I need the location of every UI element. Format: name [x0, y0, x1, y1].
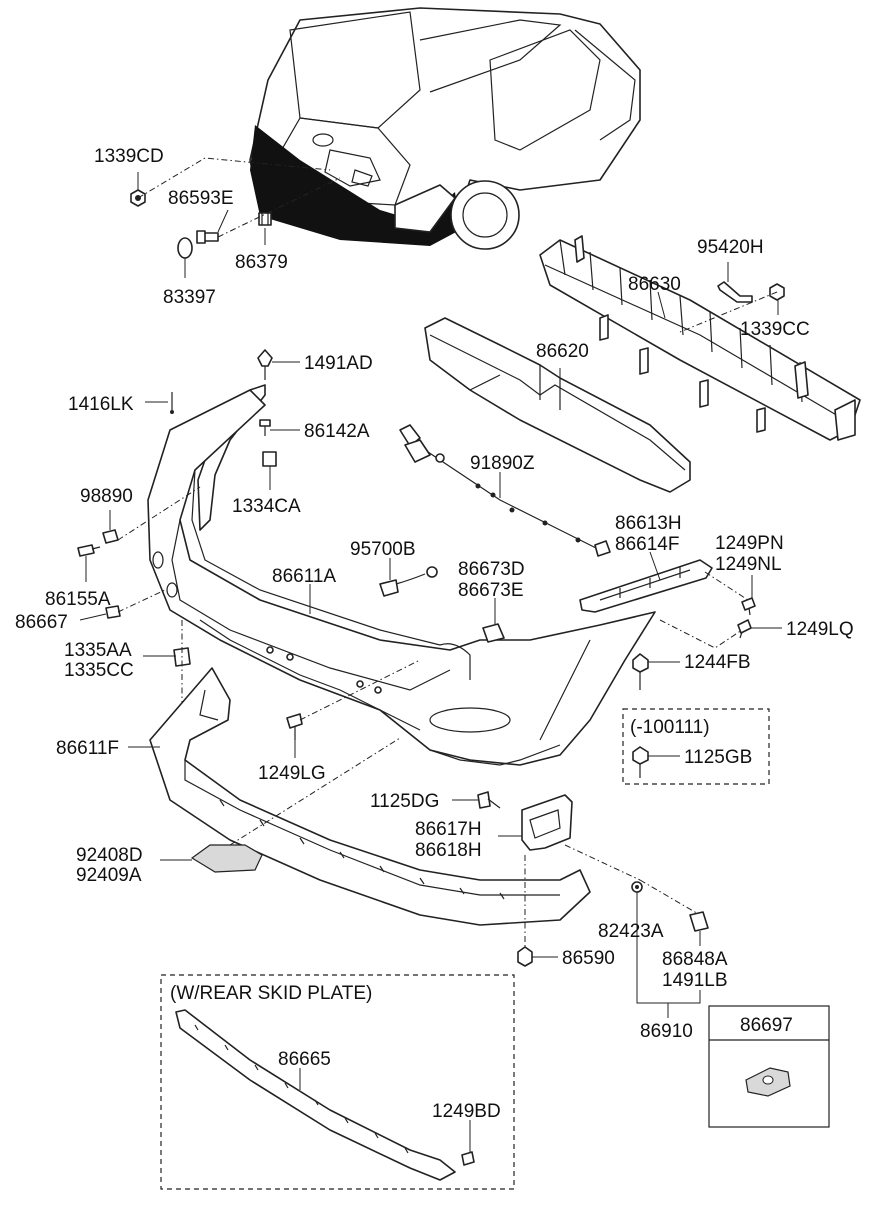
label-86673E: 86673E	[458, 580, 524, 601]
label-1335CC: 1335CC	[64, 660, 134, 681]
label-1125GB: 1125GB	[684, 747, 752, 768]
label-86910: 86910	[640, 1021, 693, 1042]
part-86697-cap[interactable]	[745, 1067, 791, 1097]
label-95700B: 95700B	[350, 539, 416, 560]
part-1249PN[interactable]	[741, 597, 756, 616]
label-86614F: 86614F	[615, 534, 679, 555]
part-82423A[interactable]	[631, 881, 643, 893]
part-86697-box	[708, 1005, 830, 1128]
part-86620-absorber[interactable]	[424, 317, 691, 493]
part-86848A[interactable]	[689, 911, 709, 932]
label-98890: 98890	[80, 486, 133, 507]
label-1334CA: 1334CA	[232, 496, 301, 517]
label-1491LB: 1491LB	[662, 970, 728, 991]
variant-box-100111	[622, 708, 770, 785]
part-1125GB[interactable]	[632, 746, 649, 778]
label-95420H: 95420H	[697, 237, 764, 258]
label-skid-plate-note: (W/REAR SKID PLATE)	[170, 983, 372, 1004]
label-86697: 86697	[740, 1015, 793, 1036]
part-86613H-bracket[interactable]	[579, 559, 713, 613]
label-86613H: 86613H	[615, 513, 682, 534]
label-1249PN: 1249PN	[715, 533, 784, 554]
part-86665-skid-plate[interactable]	[175, 1009, 456, 1181]
part-91890Z-wiring[interactable]	[399, 424, 611, 557]
part-1334CA[interactable]	[262, 451, 277, 467]
label-86665: 86665	[278, 1049, 331, 1070]
label-82423A: 82423A	[598, 921, 664, 942]
part-98890[interactable]	[102, 529, 119, 544]
label-86155A: 86155A	[45, 589, 111, 610]
label-1249NL: 1249NL	[715, 554, 782, 575]
label-1249LG: 1249LG	[258, 763, 326, 784]
part-86611F-lower-bumper[interactable]	[149, 667, 591, 926]
part-86611A-bumper-cover[interactable]	[147, 389, 656, 766]
label-86593E: 86593E	[168, 188, 234, 209]
part-86155A[interactable]	[77, 544, 101, 557]
label-86611F: 86611F	[56, 738, 119, 759]
label-1339CD: 1339CD	[94, 146, 164, 167]
label-1335AA: 1335AA	[64, 640, 132, 661]
label-83397: 83397	[163, 287, 216, 308]
part-83397[interactable]	[177, 237, 193, 259]
label-86673D: 86673D	[458, 559, 525, 580]
label-86848A: 86848A	[662, 949, 728, 970]
part-86617H-bracket[interactable]	[521, 794, 573, 851]
part-86593E[interactable]	[196, 230, 219, 244]
part-1416LK[interactable]	[170, 392, 174, 414]
vehicle-illustration	[249, 7, 641, 250]
part-1249LQ[interactable]	[737, 619, 752, 639]
part-92408D-reflector[interactable]	[190, 844, 263, 873]
label-1249BD: 1249BD	[432, 1101, 501, 1122]
part-86142A-screw[interactable]	[259, 419, 271, 436]
label-92408D: 92408D	[76, 845, 143, 866]
label-1125DG: 1125DG	[370, 791, 439, 812]
label-86379: 86379	[235, 252, 288, 273]
part-86667[interactable]	[105, 605, 121, 619]
part-1244FB[interactable]	[632, 653, 649, 690]
label-92409A: 92409A	[76, 865, 142, 886]
label-86630: 86630	[628, 274, 681, 295]
part-86630-rear-beam[interactable]	[539, 235, 861, 441]
label-91890Z: 91890Z	[470, 453, 535, 474]
label-86611A: 86611A	[272, 566, 336, 587]
label-86618H: 86618H	[415, 840, 482, 861]
label-1249LQ: 1249LQ	[786, 619, 854, 640]
label-100111: (-100111)	[630, 717, 710, 738]
part-95700B-sensor[interactable]	[379, 566, 438, 597]
label-1416LK: 1416LK	[68, 394, 134, 415]
part-95420H[interactable]	[717, 281, 753, 303]
label-1244FB: 1244FB	[684, 652, 751, 673]
part-1125DG[interactable]	[477, 791, 501, 809]
part-1249BD[interactable]	[461, 1151, 475, 1166]
part-1491AD[interactable]	[257, 349, 273, 380]
skid-plate-box	[160, 974, 515, 1190]
label-86617H: 86617H	[415, 819, 482, 840]
label-86590: 86590	[562, 948, 615, 969]
label-86620: 86620	[536, 341, 589, 362]
part-1249LG[interactable]	[286, 713, 303, 740]
label-1339CC: 1339CC	[740, 319, 810, 340]
part-86379[interactable]	[258, 212, 272, 226]
label-86142A: 86142A	[304, 421, 370, 442]
label-86667: 86667	[15, 612, 68, 633]
part-86673D-holder[interactable]	[482, 623, 505, 643]
label-1491AD: 1491AD	[304, 353, 373, 374]
part-86590[interactable]	[517, 946, 533, 967]
